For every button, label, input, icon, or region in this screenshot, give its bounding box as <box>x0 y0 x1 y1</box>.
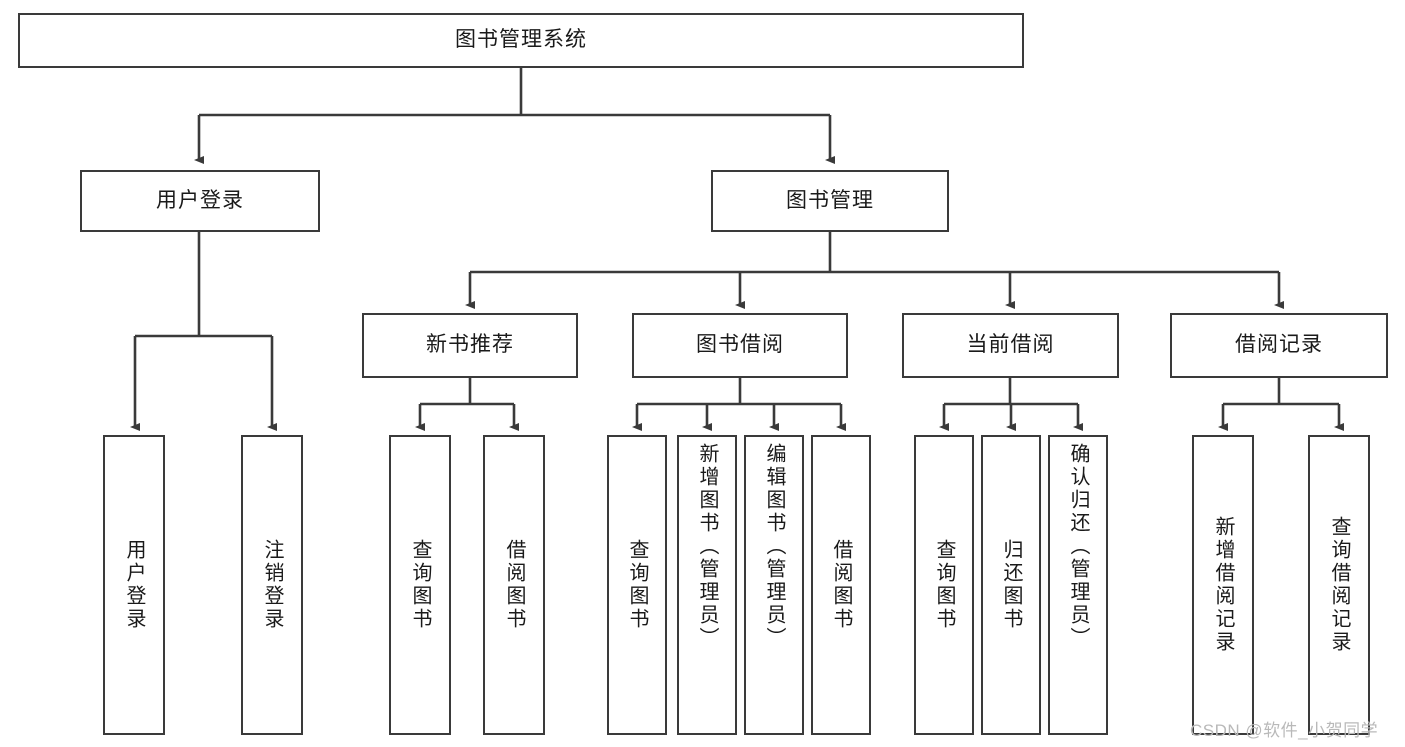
node-user-login[interactable]: 用户登录 <box>80 170 320 232</box>
node-leaf-query-record-label: 查询借阅记录 <box>1328 516 1350 654</box>
node-current-borrow[interactable]: 当前借阅 <box>902 313 1119 378</box>
node-book-borrow-label: 图书借阅 <box>696 333 784 357</box>
node-leaf-add-book-label: 新增图书（管理员） <box>696 443 718 650</box>
node-book-borrow[interactable]: 图书借阅 <box>632 313 848 378</box>
node-leaf-borrow-book-1[interactable]: 借阅图书 <box>483 435 545 735</box>
csdn-watermark: CSDN @软件_小贺同学 <box>1190 721 1379 740</box>
node-leaf-edit-book[interactable]: 编辑图书（管理员） <box>744 435 804 735</box>
node-leaf-query-book-2-label: 查询图书 <box>626 539 648 631</box>
node-leaf-logout-label: 注销登录 <box>261 539 283 631</box>
node-leaf-user-login-label: 用户登录 <box>123 539 145 631</box>
node-borrow-record[interactable]: 借阅记录 <box>1170 313 1388 378</box>
node-root[interactable]: 图书管理系统 <box>18 13 1024 68</box>
node-borrow-record-label: 借阅记录 <box>1235 333 1323 357</box>
node-leaf-logout[interactable]: 注销登录 <box>241 435 303 735</box>
node-current-borrow-label: 当前借阅 <box>966 333 1055 357</box>
node-leaf-add-book[interactable]: 新增图书（管理员） <box>677 435 737 735</box>
node-new-book-rec[interactable]: 新书推荐 <box>362 313 578 378</box>
node-leaf-query-record[interactable]: 查询借阅记录 <box>1308 435 1370 735</box>
node-leaf-confirm-return[interactable]: 确认归还（管理员） <box>1048 435 1108 735</box>
node-leaf-add-record-label: 新增借阅记录 <box>1212 516 1234 654</box>
node-leaf-user-login[interactable]: 用户登录 <box>103 435 165 735</box>
node-new-book-rec-label: 新书推荐 <box>426 333 514 357</box>
node-leaf-edit-book-label: 编辑图书（管理员） <box>763 443 785 650</box>
node-leaf-borrow-book-2-label: 借阅图书 <box>830 539 852 631</box>
node-root-label: 图书管理系统 <box>455 28 587 52</box>
node-leaf-return-book-label: 归还图书 <box>1000 539 1022 631</box>
node-book-manage-label: 图书管理 <box>786 188 874 212</box>
node-leaf-query-book-3[interactable]: 查询图书 <box>914 435 974 735</box>
node-leaf-borrow-book-1-label: 借阅图书 <box>503 539 525 631</box>
node-leaf-add-record[interactable]: 新增借阅记录 <box>1192 435 1254 735</box>
node-leaf-query-book-3-label: 查询图书 <box>933 539 955 631</box>
node-book-manage[interactable]: 图书管理 <box>711 170 949 232</box>
node-leaf-return-book[interactable]: 归还图书 <box>981 435 1041 735</box>
node-leaf-query-book-1[interactable]: 查询图书 <box>389 435 451 735</box>
node-leaf-query-book-1-label: 查询图书 <box>409 539 431 631</box>
node-leaf-confirm-return-label: 确认归还（管理员） <box>1067 443 1089 650</box>
node-user-login-label: 用户登录 <box>156 188 244 212</box>
node-leaf-query-book-2[interactable]: 查询图书 <box>607 435 667 735</box>
node-leaf-borrow-book-2[interactable]: 借阅图书 <box>811 435 871 735</box>
